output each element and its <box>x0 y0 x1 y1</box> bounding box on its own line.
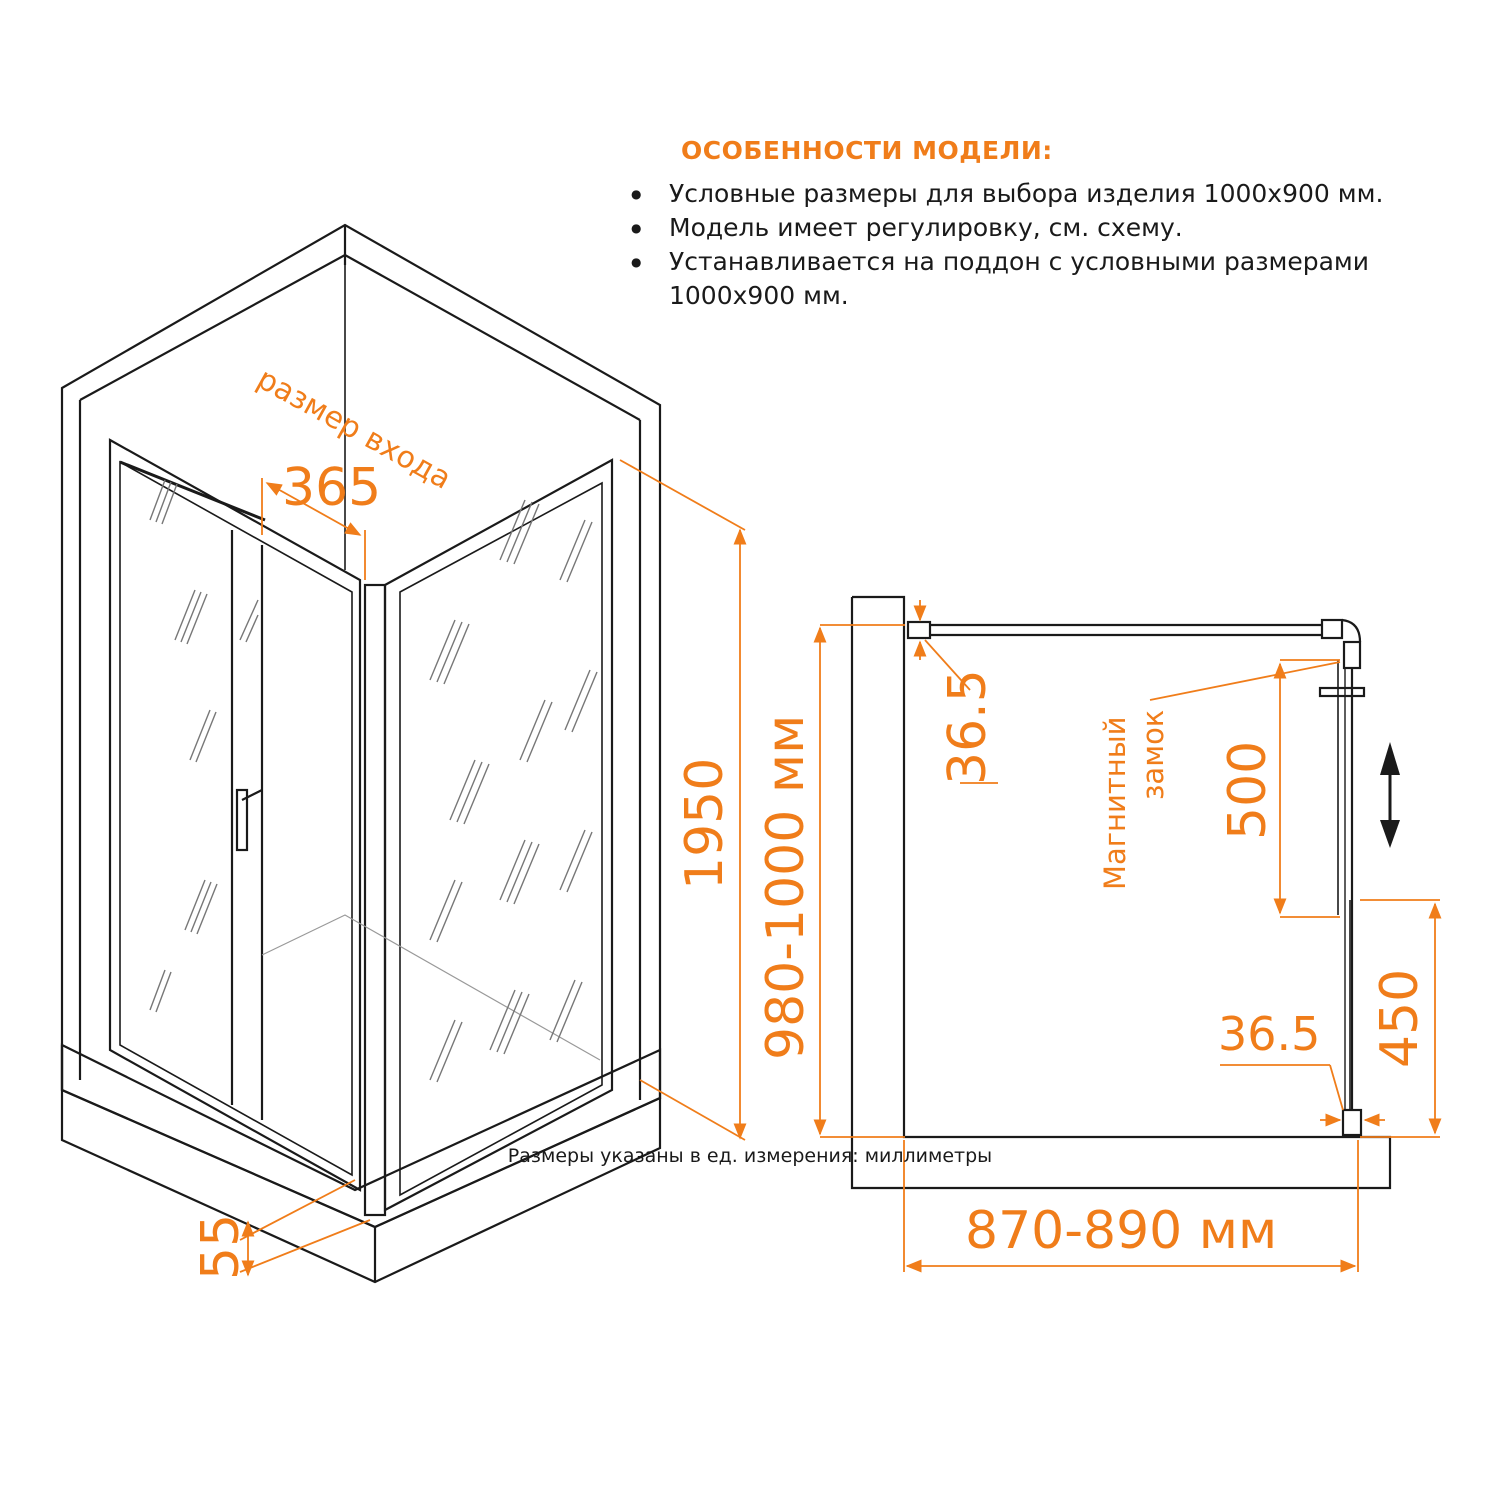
corner-post <box>363 583 387 1217</box>
units-footnote: Размеры указаны в ед. измерения: миллиме… <box>507 1145 993 1167</box>
tray-value: 55 <box>191 1214 251 1280</box>
feature-item: Модель имеет регулировку, см. схему. <box>631 211 1485 245</box>
adjust-450: 450 <box>1370 969 1430 1068</box>
entry-value: 365 <box>282 458 381 518</box>
iso-dimensions <box>239 459 747 1277</box>
isometric-cabin <box>60 223 662 1284</box>
feature-item: Условные размеры для выбора изделия 1000… <box>631 177 1485 211</box>
profile-top: 36.5 <box>938 669 998 785</box>
profile-bottom: 36.5 <box>1218 1007 1320 1061</box>
plan-dimensions <box>813 600 1442 1273</box>
left-fixed-glass <box>108 438 362 1192</box>
magnet-lock-line2: замок <box>1136 710 1170 800</box>
right-glass <box>383 458 614 1212</box>
glass-hatching <box>149 479 598 1083</box>
plan-view <box>850 595 1392 1190</box>
feature-item: Устанавливается на поддон с условными ра… <box>631 245 1485 313</box>
height-value: 1950 <box>675 758 735 890</box>
features-list: Условные размеры для выбора изделия 1000… <box>625 177 1485 313</box>
magnet-lock-line1: Магнитный <box>1098 717 1132 890</box>
depth-range: 870-890 мм <box>965 1201 1277 1261</box>
plan-walls <box>850 595 1392 1190</box>
width-range: 980-1000 мм <box>756 715 816 1060</box>
features-title: ОСОБЕННОСТИ МОДЕЛИ: <box>681 136 1053 165</box>
adjust-500: 500 <box>1218 741 1278 840</box>
door-handle <box>235 788 249 852</box>
adjust-arrow-icon <box>1380 742 1400 848</box>
features-block: ОСОБЕННОСТИ МОДЕЛИ: Условные размеры для… <box>625 136 1485 313</box>
